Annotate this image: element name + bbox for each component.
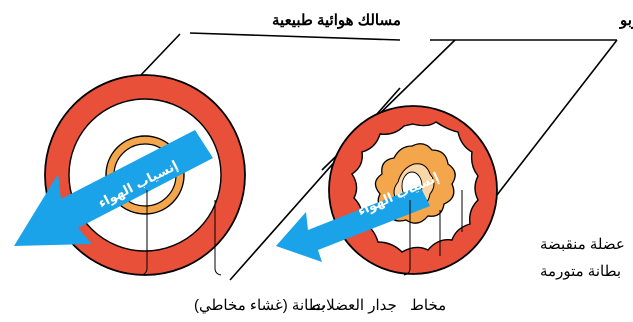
normal-airway-tube-top-edge <box>189 32 401 41</box>
normal-airway: إنسياب الهواء <box>14 32 401 300</box>
lining-mucous-label: بطانة (غشاء مخاطي) <box>194 297 325 314</box>
muscle-wall-leader-line <box>214 200 222 276</box>
normal-airflow-arrow <box>14 130 213 246</box>
mucus-label: مخاط <box>410 297 446 314</box>
muscle-wall-label: جدار العضلات <box>312 297 397 314</box>
normal-airway-title: مسالك هوائية طبيعية <box>272 12 401 29</box>
lining-leader-line <box>140 190 148 276</box>
asthma-airway-title: مسالك هوائية في حالة الربو <box>619 12 633 30</box>
swollen-lining-label: بطانة متورمة <box>540 263 621 280</box>
mucus-leader-line <box>403 200 411 276</box>
asthma-airway: إنسياب الهواء <box>276 39 618 275</box>
contracted-muscle-label: عضلة منقبضة <box>540 236 625 253</box>
asthma-airflow-arrow <box>276 186 430 262</box>
